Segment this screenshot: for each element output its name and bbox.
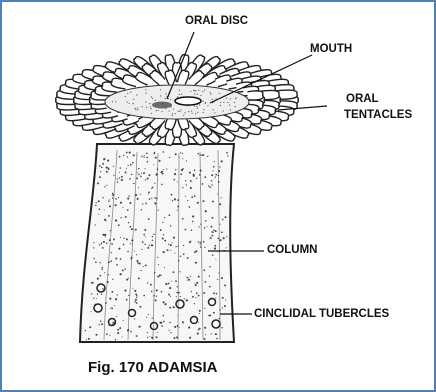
column-body [80, 144, 234, 342]
label-oral-disc: ORAL DISC [185, 14, 248, 28]
label-oral-tentacles-line2: TENTACLES [344, 108, 412, 122]
figure-caption: Fig. 170 ADAMSIA [88, 359, 217, 376]
label-mouth: MOUTH [310, 42, 352, 56]
label-oral-tentacles-line1: ORAL [346, 92, 379, 106]
tentacle [247, 91, 263, 100]
label-cinclidal-tubercles: CINCLIDAL TUBERCLES [254, 307, 389, 321]
label-column: COLUMN [267, 243, 317, 257]
